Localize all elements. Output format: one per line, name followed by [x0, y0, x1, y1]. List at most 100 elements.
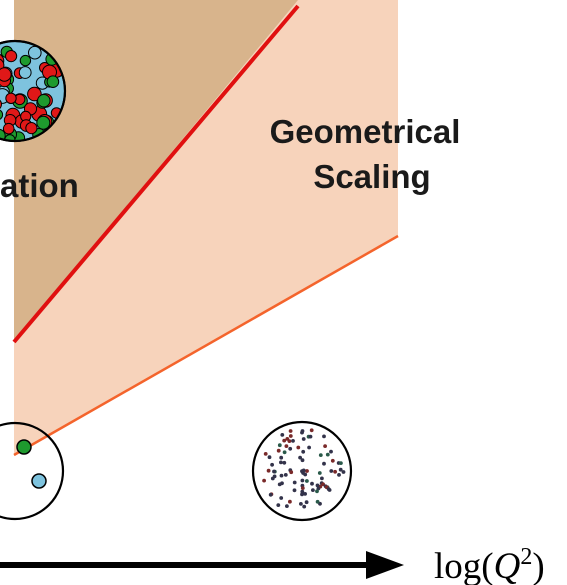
sparse-parton-dot — [268, 492, 273, 497]
sparse-parton-dot — [322, 434, 326, 439]
dense-parton — [0, 97, 2, 111]
x-axis-label-exponent: 2 — [520, 544, 532, 570]
sparse-parton-dot — [283, 473, 288, 477]
dense-parton — [5, 92, 17, 105]
sparse-parton-dot — [263, 452, 268, 456]
sparse-parton-dot — [305, 469, 309, 473]
sparse-parton-dot — [301, 449, 306, 454]
sparse-parton-dot — [333, 469, 337, 474]
sparse-parton-dot — [288, 429, 293, 433]
dilute-proton — [0, 421, 65, 521]
sparse-parton-dot — [300, 486, 305, 490]
sparse-parton-dot — [302, 504, 307, 509]
dense-parton — [46, 75, 60, 88]
saturation-boundary-line — [12, 4, 300, 344]
sparse-parton-dot — [316, 486, 321, 491]
sparse-parton-dot — [267, 455, 272, 460]
sparse-parton-dot — [329, 469, 334, 473]
sparse-parton-dot — [279, 496, 284, 500]
sparse-parton-dot — [325, 452, 330, 457]
sparse-parton-dot — [287, 439, 292, 443]
sparse-parton-dot — [288, 446, 293, 451]
dense-parton — [28, 45, 42, 60]
sparse-parton-dot — [282, 450, 287, 455]
dilute-proton-outline — [0, 421, 65, 521]
dense-parton — [0, 109, 4, 121]
sparse-parton-dot — [308, 434, 313, 439]
dense-parton — [2, 122, 15, 135]
sparse-parton-dot — [337, 473, 341, 477]
dense-parton — [18, 66, 32, 79]
sparse-parton-dot — [320, 476, 324, 481]
sparse-parton-dot — [270, 462, 274, 467]
sparse-parton-dot — [329, 449, 333, 454]
parton-blue — [31, 473, 47, 489]
sparse-parton-dot — [300, 429, 305, 433]
dense-parton — [37, 94, 51, 108]
sparse-parton-dot — [266, 468, 271, 473]
sparse-parton-dot — [303, 492, 307, 496]
saturation-label: ation — [0, 167, 79, 204]
dense-parton — [5, 50, 18, 63]
x-axis — [0, 551, 404, 579]
sparse-parton-dot — [288, 434, 293, 438]
sparse-parton-dot — [279, 460, 283, 465]
sparse-parton-dot — [262, 478, 266, 483]
sparse-parton-dot — [310, 481, 314, 486]
sparse-parton-dot — [279, 455, 284, 460]
sparse-parton-dot — [277, 482, 282, 487]
sparse-parton-dot — [322, 461, 326, 466]
sparse-parton-dot — [323, 444, 327, 448]
sparse-parton-dot — [315, 499, 320, 504]
sparse-parton-dot — [304, 500, 309, 505]
sparse-parton-dot — [301, 468, 306, 473]
sparse-parton-dot — [299, 502, 303, 506]
x-axis-label: log(Q2) — [434, 544, 545, 585]
sparse-parton-dot — [289, 470, 294, 475]
sparse-parton-dot — [315, 489, 319, 494]
geometrical-scaling-label-line1: Geometrical — [270, 113, 461, 150]
geometrical-scaling-boundary-line — [13, 234, 399, 457]
sparse-parton-dot — [296, 445, 301, 450]
sparse-parton-dot — [327, 488, 332, 492]
sparse-parton-dot — [277, 443, 282, 448]
sparse-parton-dot — [272, 474, 277, 479]
sparse-parton-dot — [292, 480, 297, 485]
sparse-parton-dot — [276, 448, 281, 453]
sparse-parton-dot — [338, 467, 343, 472]
sparse-parton-dot — [282, 438, 287, 443]
geometrical-scaling-label-line2: Scaling — [313, 158, 430, 195]
sparse-proton — [251, 420, 353, 522]
dense-parton — [25, 122, 38, 135]
dense-proton-outline — [0, 39, 67, 143]
sparse-parton-dot — [305, 479, 309, 483]
sparse-parton-dot — [272, 469, 276, 474]
sparse-parton-dot — [318, 453, 323, 457]
sparse-parton-dot — [279, 473, 284, 478]
sparse-parton-dot — [301, 437, 306, 441]
dense-parton — [27, 86, 42, 102]
sparse-parton-dot — [285, 504, 289, 508]
sparse-parton-dot — [317, 471, 322, 475]
sparse-parton-dot — [307, 445, 311, 450]
sparse-parton-dot — [284, 444, 289, 448]
sparse-parton-dot — [288, 499, 292, 504]
sparse-parton-dot — [280, 433, 285, 437]
sparse-parton-dot — [282, 460, 287, 465]
sparse-parton-dot — [300, 492, 304, 497]
dense-proton — [0, 39, 67, 143]
sparse-parton-dot — [292, 488, 297, 493]
dense-parton — [36, 115, 51, 130]
dense-parton — [19, 54, 32, 67]
dense-parton — [0, 67, 12, 82]
sparse-parton-dot — [315, 483, 320, 488]
sparse-parton-dot — [311, 488, 315, 492]
sparse-parton-dot — [276, 503, 281, 507]
sparse-parton-dot — [303, 472, 308, 477]
sparse-parton-dot — [309, 428, 314, 433]
sparse-parton-dot — [291, 439, 295, 443]
sparse-parton-dot — [341, 470, 346, 474]
sparse-parton-dot — [300, 489, 305, 494]
parton-green — [16, 439, 32, 455]
